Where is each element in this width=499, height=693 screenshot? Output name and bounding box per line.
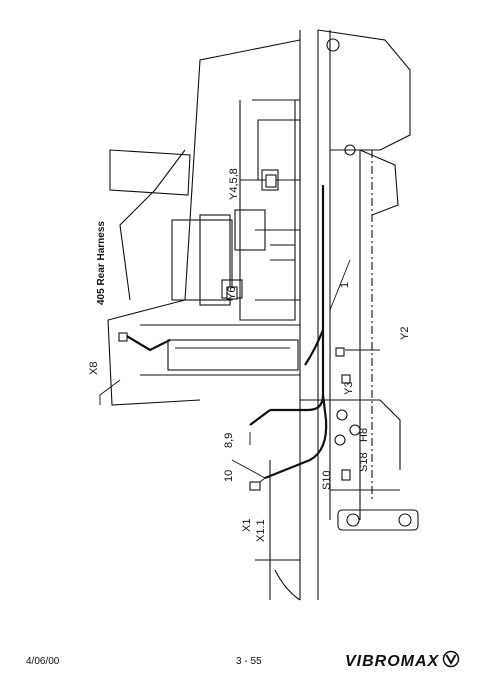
label-1: 1 <box>339 282 351 288</box>
label-y4-5-8: Y4,5,8 <box>228 168 240 200</box>
label-y2: Y2 <box>399 327 411 340</box>
footer-date: 4/06/00 <box>26 656 60 667</box>
label-s18: S18 <box>358 452 370 472</box>
brand-name: VIBROMAX <box>345 652 440 670</box>
label-10: 10 <box>223 470 235 482</box>
label-x8: X8 <box>88 362 100 375</box>
label-8-9: 8,9 <box>223 433 235 448</box>
label-x1-1: X1.1 <box>255 519 267 542</box>
label-h8: H8 <box>358 428 370 442</box>
page-number: 3 - 55 <box>236 656 262 667</box>
vibromax-logo: VIBROMAX <box>345 650 460 673</box>
label-x1: X1 <box>241 519 253 532</box>
label-s10: S10 <box>321 470 333 490</box>
label-y6: Y6 <box>226 287 238 300</box>
harness-title: 405 Rear Harness <box>96 221 107 305</box>
vibromax-v-logo-icon <box>442 650 460 673</box>
label-y3: Y3 <box>343 382 355 395</box>
